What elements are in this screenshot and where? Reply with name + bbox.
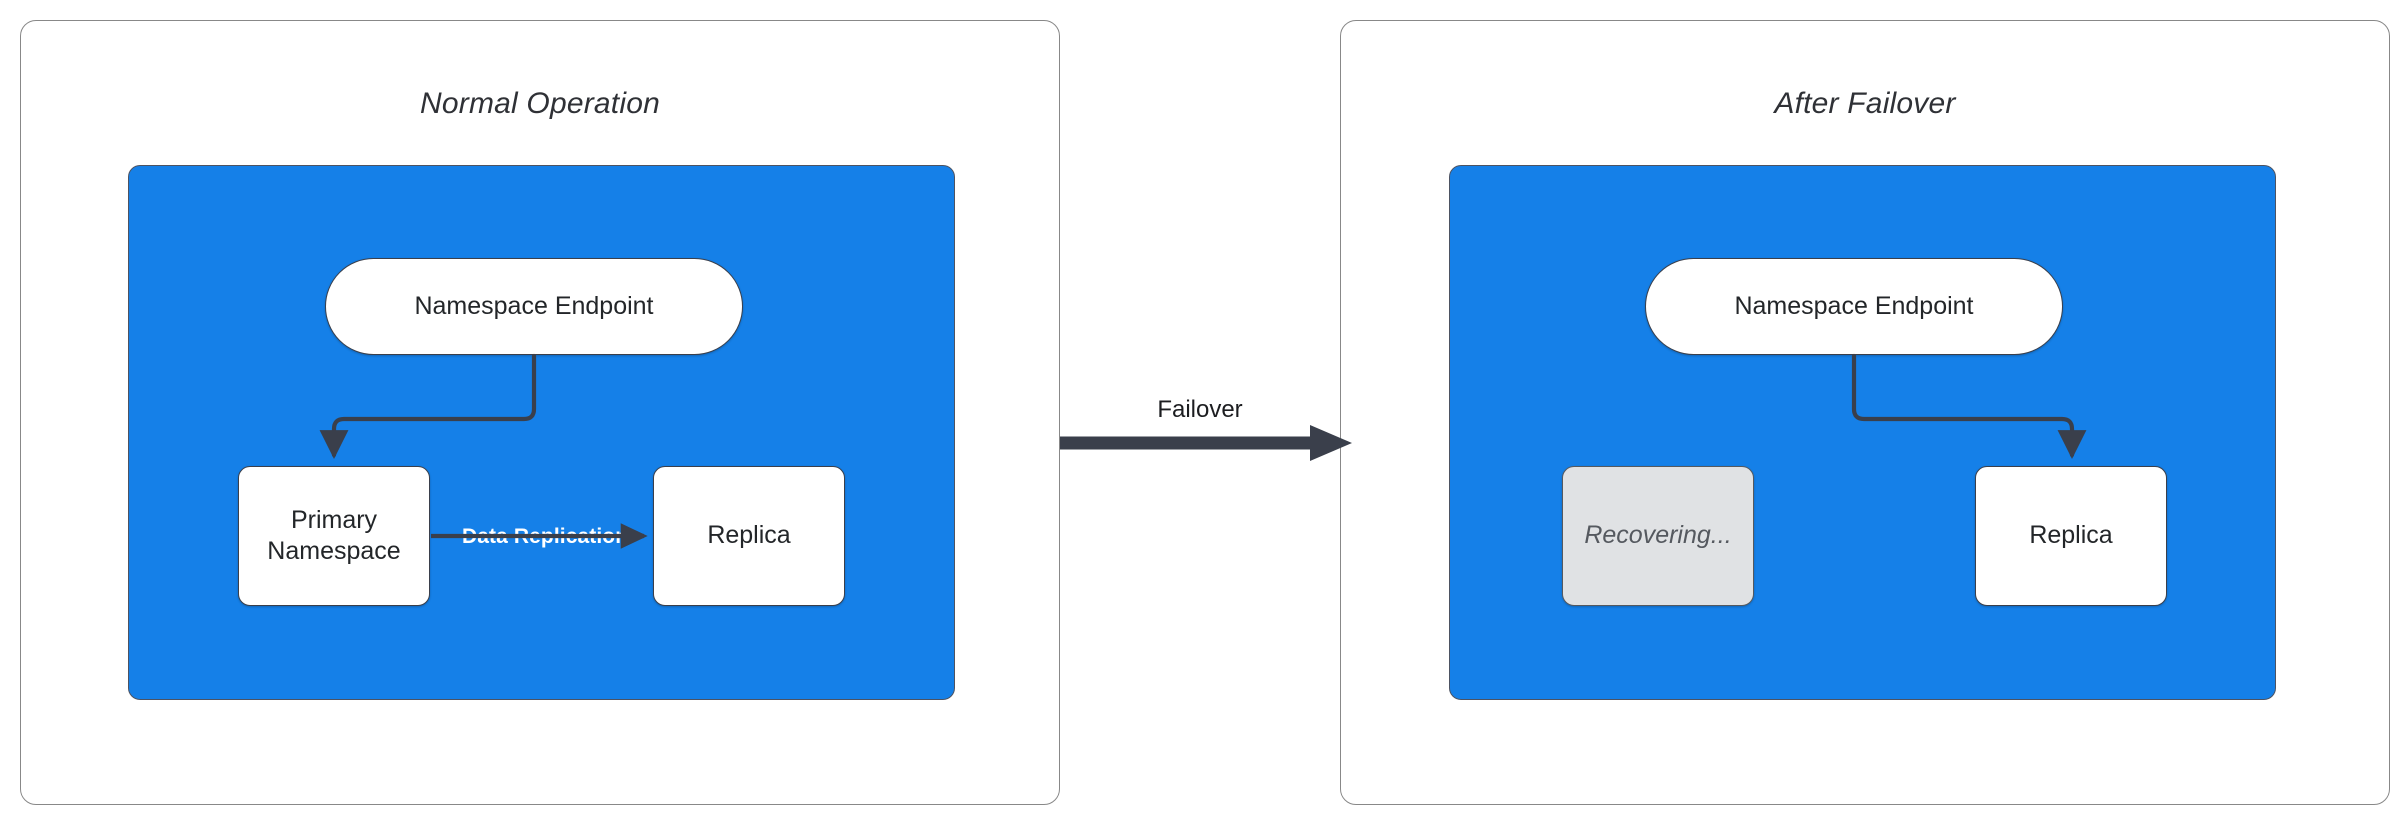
zone-primary-region — [128, 165, 955, 700]
node-replica-left[interactable]: Replica — [653, 466, 845, 606]
node-label: Namespace Endpoint — [1734, 291, 1974, 320]
edge-label-data-replication: Data Replication — [462, 525, 629, 548]
panel-right-title: After Failover — [1774, 87, 1956, 120]
node-recovering[interactable]: Recovering... — [1562, 466, 1754, 606]
node-primary-namespace[interactable]: Primary Namespace — [238, 466, 430, 606]
zone-failover-region — [1449, 165, 2276, 700]
node-label: Namespace Endpoint — [414, 291, 654, 320]
edge-label-failover: Failover — [1157, 396, 1243, 423]
panel-left-title: Normal Operation — [420, 87, 660, 120]
node-label: Recovering... — [1584, 521, 1732, 550]
node-namespace-endpoint-left[interactable]: Namespace Endpoint — [325, 258, 743, 355]
node-replica-right[interactable]: Replica — [1975, 466, 2167, 606]
node-label: Primary Namespace — [267, 505, 401, 566]
node-namespace-endpoint-right[interactable]: Namespace Endpoint — [1645, 258, 2063, 355]
node-label: Replica — [2029, 521, 2113, 550]
node-label: Replica — [707, 521, 791, 550]
